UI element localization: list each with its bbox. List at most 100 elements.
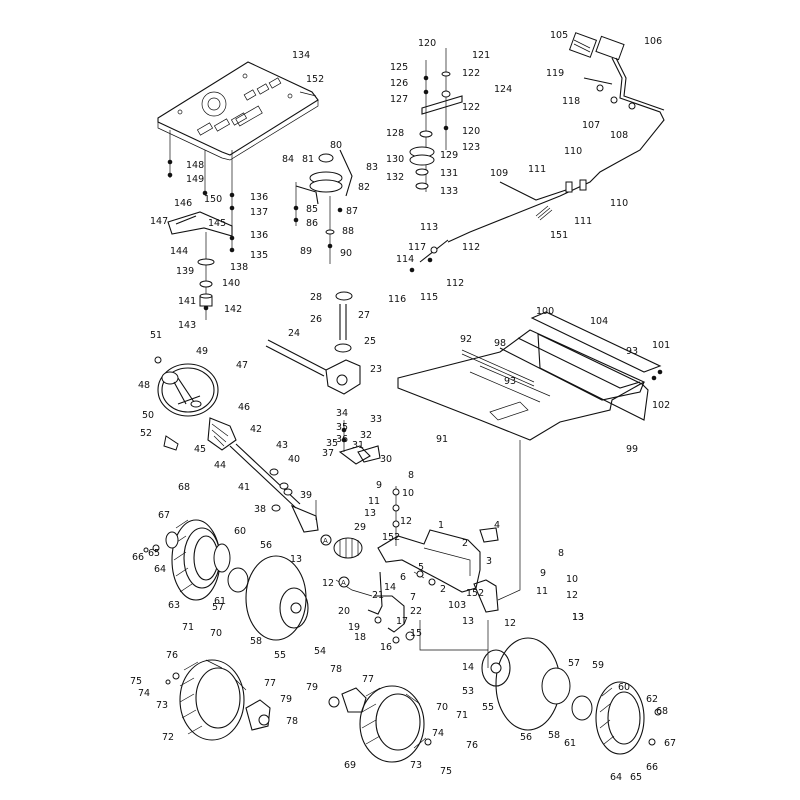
callout-label: 77 <box>264 678 276 689</box>
callout-label: 17 <box>396 616 408 627</box>
callout-label: 12 <box>400 516 412 527</box>
callout-label: 43 <box>276 440 288 451</box>
callout-label: 69 <box>344 760 356 771</box>
callout-label: 110 <box>564 146 582 157</box>
callout-label: 26 <box>310 314 322 325</box>
callout-label: 66 <box>132 552 144 563</box>
callout-label: 70 <box>210 628 222 639</box>
callout-label: 105 <box>550 30 568 41</box>
callout-label: 131 <box>440 168 458 179</box>
callout-label: 9 <box>376 480 382 491</box>
callout-label: 71 <box>182 622 194 633</box>
callout-label: 21 <box>372 590 384 601</box>
callout-label: 33 <box>370 414 382 425</box>
callout-label: 113 <box>420 222 438 233</box>
callout-label: 122 <box>462 68 480 79</box>
callout-label: 57 <box>568 658 580 669</box>
callout-label: 37 <box>322 448 334 459</box>
callout-label: 78 <box>330 664 342 675</box>
callout-label: 12 <box>566 590 578 601</box>
pivot-bracket-assembly <box>167 130 235 320</box>
callout-label: 76 <box>166 650 178 661</box>
callout-label: 60 <box>234 526 246 537</box>
callout-label: 72 <box>162 732 174 743</box>
callout-label: 3 <box>486 556 492 567</box>
steering-shaft-stack <box>409 48 463 192</box>
callout-label: 138 <box>230 262 248 273</box>
callout-label: 130 <box>386 154 404 165</box>
callout-label: 114 <box>396 254 414 265</box>
callout-label: 50 <box>142 410 154 421</box>
callout-label: 12 <box>504 618 516 629</box>
callout-label: 127 <box>390 94 408 105</box>
callout-label: 88 <box>342 226 354 237</box>
callout-label: 10 <box>402 488 414 499</box>
callout-label: 143 <box>178 320 196 331</box>
callout-label: 57 <box>212 602 224 613</box>
callout-label: 46 <box>238 402 250 413</box>
callout-labels: 134 152 148 149 150 136 137 146 147 145 … <box>130 30 676 783</box>
callout-label: 66 <box>646 762 658 773</box>
callout-label: 32 <box>360 430 372 441</box>
callout-label: 4 <box>494 520 500 531</box>
callout-label: 70 <box>436 702 448 713</box>
callout-label: 24 <box>288 328 300 339</box>
callout-label: 56 <box>520 732 532 743</box>
callout-label: 2 <box>440 584 446 595</box>
callout-label: 150 <box>204 194 222 205</box>
pedal-linkage <box>409 32 665 273</box>
callout-label: 111 <box>574 216 592 227</box>
callout-label: 109 <box>490 168 508 179</box>
callout-label: 65 <box>148 548 160 559</box>
callout-label: 29 <box>354 522 366 533</box>
callout-label: 133 <box>440 186 458 197</box>
callout-label: 141 <box>178 296 196 307</box>
front-left-wheel <box>143 519 309 641</box>
callout-label: 35 <box>336 422 348 433</box>
callout-label: 86 <box>306 218 318 229</box>
callout-label: 53 <box>462 686 474 697</box>
marker-letter: A <box>323 537 328 545</box>
callout-label: 83 <box>366 162 378 173</box>
floor-panel <box>397 311 663 441</box>
callout-label: 149 <box>186 174 204 185</box>
callout-label: 38 <box>254 504 266 515</box>
callout-label: 104 <box>590 316 608 327</box>
callout-label: 89 <box>300 246 312 257</box>
callout-label: 64 <box>154 564 166 575</box>
callout-label: 116 <box>388 294 406 305</box>
callout-label: 129 <box>440 150 458 161</box>
callout-label: 8 <box>408 470 414 481</box>
callout-label: 67 <box>664 738 676 749</box>
callout-label: 8 <box>558 548 564 559</box>
callout-label: 25 <box>364 336 376 347</box>
callout-label: 112 <box>446 278 464 289</box>
callout-label: 30 <box>380 454 392 465</box>
callout-label: 9 <box>540 568 546 579</box>
callout-label: 16 <box>380 642 392 653</box>
callout-label: 60 <box>618 682 630 693</box>
callout-label: 73 <box>156 700 168 711</box>
callout-label: 19 <box>348 622 360 633</box>
callout-label: 144 <box>170 246 188 257</box>
callout-label: 11 <box>536 586 548 597</box>
callout-label: 145 <box>208 218 226 229</box>
callout-label: 73 <box>410 760 422 771</box>
callout-label: 15 <box>410 628 422 639</box>
callout-label: 23 <box>370 364 382 375</box>
callout-label: 40 <box>288 454 300 465</box>
callout-label: 147 <box>150 216 168 227</box>
callout-label: 64 <box>610 772 622 783</box>
callout-label: 136 <box>250 192 268 203</box>
callout-label: 52 <box>140 428 152 439</box>
callout-label: 42 <box>250 424 262 435</box>
callout-label: 101 <box>652 340 670 351</box>
callout-label: 62 <box>646 694 658 705</box>
callout-label: 110 <box>610 198 628 209</box>
callout-label: 74 <box>432 728 444 739</box>
callout-label: 35 <box>326 438 338 449</box>
callout-label: 77 <box>362 674 374 685</box>
callout-label: 146 <box>174 198 192 209</box>
callout-label: 74 <box>138 688 150 699</box>
callout-label: 20 <box>338 606 350 617</box>
